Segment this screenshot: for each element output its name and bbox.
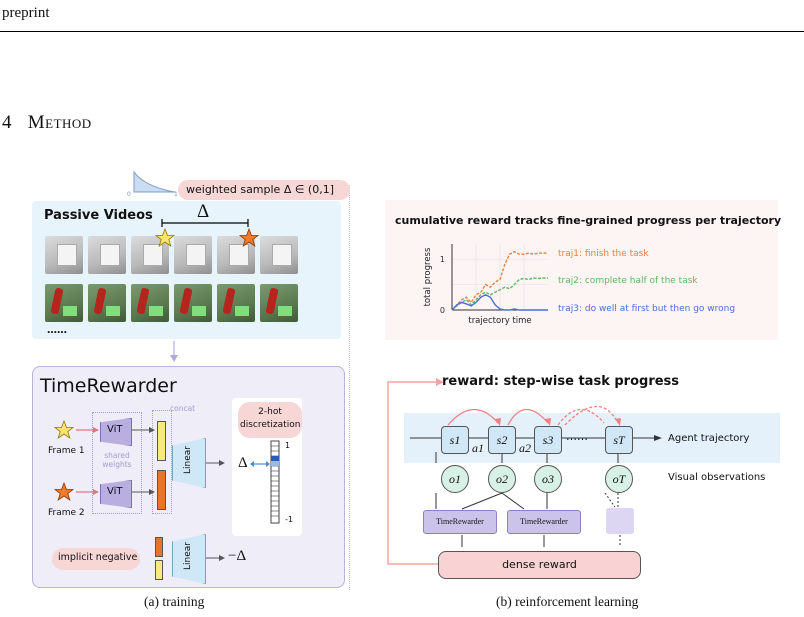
frame1-label: Frame 1 [48, 446, 85, 456]
shared-weights-box [92, 412, 142, 514]
video-frame [131, 284, 169, 322]
two-hot-label-line2: discretization [240, 420, 301, 430]
flow-arrow-down [170, 341, 178, 362]
action-a2: a2 [519, 441, 531, 455]
delta-bracket [161, 219, 249, 227]
video-frame [217, 284, 255, 322]
chart-series-line [451, 250, 548, 311]
two-hot-label: 2-hot discretization [240, 406, 300, 432]
chart-ylabel: total progress [423, 247, 433, 306]
section-title: 4 Method [2, 112, 92, 134]
concat-label: concat [170, 404, 196, 413]
arrow-frame2-vit [76, 489, 99, 495]
trajectory-ellipsis: …… [566, 430, 588, 443]
chart-ytick-label: 0 [440, 306, 445, 315]
timerewarder-box-2: TimeRewarder [507, 510, 581, 534]
star-icon-frame2 [239, 228, 259, 247]
video-frame [45, 236, 83, 274]
caption-training: (a) training [144, 594, 205, 609]
obs-o2: o2 [488, 465, 516, 493]
linear-head [172, 438, 206, 488]
video-frame [174, 236, 212, 274]
linear-label-negative: Linear [183, 542, 193, 570]
chart-series-line [451, 277, 548, 311]
arrow-linear-output [206, 460, 225, 466]
delta-symbol: Δ [197, 201, 210, 222]
arrow-negative-output [206, 555, 225, 561]
scale-bottom-label: -1 [285, 515, 293, 524]
vit-label-2: ViT [107, 486, 123, 497]
progress-chart-panel [385, 200, 778, 340]
obs-oT: oT [605, 465, 633, 493]
action-a1: a1 [472, 441, 484, 455]
delta-mapping-arrow [250, 461, 270, 467]
feedback-loop-arrow [387, 378, 444, 565]
timerewarder-box-1: TimeRewarder [423, 510, 497, 534]
section-name: Method [27, 112, 92, 133]
state-s2: s2 [488, 426, 516, 454]
obs-o1: o1 [441, 465, 469, 493]
header-rule [0, 31, 804, 32]
embedding-bar-2 [157, 470, 166, 510]
vit-label-1: ViT [107, 424, 123, 435]
linear-label: Linear [183, 446, 193, 474]
frame2-label: Frame 2 [48, 508, 85, 518]
neg-delta-output: −Δ [228, 548, 247, 564]
video-frame [88, 284, 126, 322]
weighted-sample-label: weighted sample Δ ∈ (0,1] [186, 183, 335, 196]
caption-rl: (b) reinforcement learning [496, 594, 639, 609]
more-videos-ellipsis: …… [47, 325, 67, 336]
video-frame [260, 284, 298, 322]
visual-observations-label: Visual observations [668, 472, 766, 483]
chart-series-line [451, 294, 548, 311]
state-s1: s1 [441, 426, 469, 454]
dense-reward-box: dense reward [438, 551, 641, 579]
dist-axis-max: 1 [174, 191, 178, 196]
obs-o3: o3 [534, 465, 562, 493]
video-frame [88, 236, 126, 274]
video-frame [45, 284, 83, 322]
shared-weights-label: shared weights [102, 451, 132, 469]
agent-trajectory-label: Agent trajectory [668, 433, 750, 444]
arrow-vit2-concat [132, 489, 155, 495]
neg-bar-yellow [155, 560, 163, 580]
video-frame [174, 284, 212, 322]
arrow-vit1-concat [132, 427, 155, 433]
star-icon-input2 [54, 482, 74, 501]
concat-box [152, 410, 172, 514]
linear-head-negative [172, 534, 206, 584]
neg-bar-orange [155, 537, 163, 557]
discretization-scale [270, 440, 280, 524]
timerewarder-box-placeholder [606, 508, 634, 534]
dist-axis-min: 0 [127, 191, 131, 196]
chart-legend-entry: traj2: complete half of the task [558, 276, 698, 286]
embedding-bar-1 [157, 421, 166, 461]
chart-xlabel: trajectory time [468, 316, 531, 326]
panel-divider [349, 185, 350, 590]
state-sT: sT [605, 426, 633, 454]
chart-title: cumulative reward tracks fine-grained pr… [395, 214, 782, 227]
weighted-sample-pill [178, 180, 350, 200]
header-text: preprint [2, 5, 50, 21]
timerewarder-title: TimeRewarder [40, 375, 177, 397]
reward-title: reward: step-wise task progress [442, 374, 680, 389]
star-icon-frame1 [155, 228, 175, 247]
passive-videos-title: Passive Videos [44, 208, 153, 223]
section-number: 4 [2, 112, 12, 133]
chart-ytick-label: 1 [440, 255, 445, 264]
chart-legend-entry: traj1: finish the task [558, 249, 649, 259]
weight-distribution-icon: 0 1 [127, 170, 178, 196]
chart-legend-entry: traj3: do well at first but then go wron… [558, 304, 735, 314]
progress-chart: 0 1 trajectory time total progress traj1: fi… [423, 244, 735, 326]
two-hot-pill [238, 402, 302, 438]
implicit-negative-pill [52, 548, 140, 570]
delta-output: Δ [238, 455, 248, 471]
scale-top-label: 1 [285, 441, 291, 450]
video-frame [260, 236, 298, 274]
two-hot-label-line1: 2-hot [258, 407, 282, 417]
star-icon-input1 [54, 420, 74, 439]
implicit-negative-label: implicit negative [58, 552, 138, 563]
state-s3: s3 [534, 426, 562, 454]
arrow-frame1-vit [76, 427, 99, 433]
